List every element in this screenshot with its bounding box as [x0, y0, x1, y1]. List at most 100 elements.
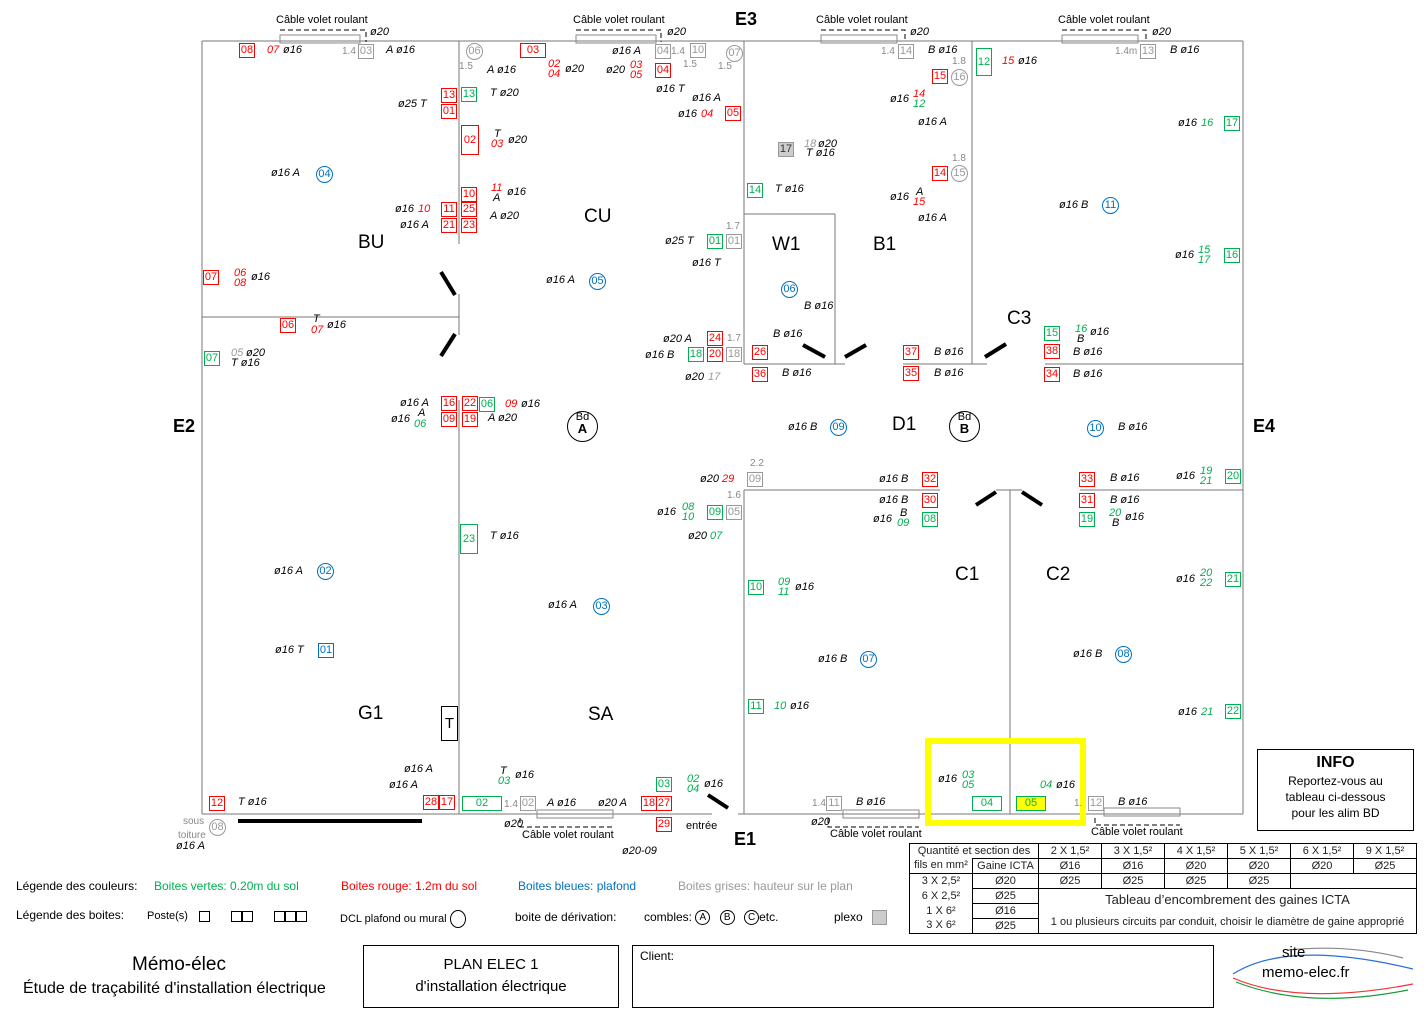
- conduit-note: ø16: [873, 513, 892, 525]
- conduit-note: B ø16: [773, 328, 803, 340]
- conduit-note: ø20: [811, 816, 830, 828]
- table-header: 4 X 1,5²: [1164, 843, 1228, 859]
- height-label: 1.8: [952, 56, 966, 67]
- conduit-note: ø20: [606, 64, 625, 76]
- room-label-cu: CU: [584, 206, 612, 227]
- red-box: 07: [203, 270, 219, 285]
- client-box[interactable]: Client:: [632, 945, 1214, 1008]
- conduit-note: ø16: [1176, 573, 1195, 585]
- conduit-note: ø16 A: [404, 763, 433, 775]
- grey-box: 13: [1140, 44, 1156, 59]
- conduit-note: ø20: [370, 26, 389, 38]
- red-box: 23: [461, 218, 477, 233]
- conduit-note: B: [1112, 517, 1120, 529]
- conduit-note: ø16 B: [645, 349, 675, 361]
- grey-dcl-circle: 08: [209, 819, 226, 836]
- conduit-note: A ø16: [547, 797, 576, 809]
- conduit-note: ø20: [246, 347, 265, 359]
- green-box: 04: [972, 796, 1002, 811]
- conduit-note: B ø16: [1110, 472, 1140, 484]
- conduit-note: B ø16: [1110, 494, 1140, 506]
- conduit-note: ø16: [283, 44, 302, 56]
- height-label: 1.5: [459, 61, 473, 72]
- conduit-note: ø20: [1152, 26, 1171, 38]
- conduit-note: ø16 A: [918, 116, 947, 128]
- conduit-note: B ø16: [928, 44, 958, 56]
- brand-subtitle: Étude de traçabilité d'installation élec…: [23, 980, 326, 997]
- green-box: 09: [707, 505, 723, 520]
- red-box: 21: [441, 218, 457, 233]
- client-label: Client:: [640, 949, 675, 963]
- table-cell: Ø16: [1038, 858, 1102, 874]
- triple-box-icon: [274, 910, 286, 922]
- green-box: 14: [747, 183, 763, 198]
- grey-box: 01: [726, 234, 742, 249]
- grey-box: 10: [690, 43, 706, 58]
- green-circuit-ref: 06: [414, 418, 427, 430]
- red-circuit-ref: 03: [630, 59, 643, 71]
- conduit-note: T ø16: [231, 357, 260, 369]
- grey-box: 09: [747, 472, 763, 487]
- conduit-note: ø20-09: [622, 845, 657, 857]
- table-row-label: 3 X 6²: [909, 918, 973, 934]
- height-label: 1.: [1074, 798, 1083, 809]
- info-title: INFO: [1316, 754, 1355, 771]
- blue-box: 01: [318, 643, 334, 658]
- plan-caption: Câble volet roulant: [816, 14, 908, 26]
- junction-letter: A: [577, 421, 588, 436]
- red-box: 32: [922, 472, 938, 487]
- red-circuit-ref: 15: [1002, 55, 1015, 67]
- conduit-note: B ø16: [934, 367, 964, 379]
- green-circuit-ref: 16: [1075, 323, 1088, 335]
- red-circuit-ref: 29: [722, 473, 735, 485]
- conduit-note: T ø20: [490, 87, 519, 99]
- conduit-note: T ø16: [775, 183, 804, 195]
- table-cell: Ø25: [1353, 858, 1417, 874]
- conduit-note: ø20: [667, 26, 686, 38]
- conduit-note: ø16: [521, 398, 540, 410]
- conduit-note: ø16: [938, 773, 957, 785]
- red-box: 01: [441, 104, 457, 119]
- room-label-c3: C3: [1007, 308, 1032, 329]
- double-box-icon: [242, 910, 254, 922]
- blue-dcl-circle: 11: [1102, 197, 1119, 214]
- edge-label-e3: E3: [735, 9, 758, 29]
- red-box: 29: [656, 817, 672, 832]
- green-box: 17: [1224, 116, 1240, 131]
- junction-b-icon: B: [719, 910, 735, 926]
- red-box: 30: [922, 493, 938, 508]
- green-circuit-ref: 16: [1201, 117, 1214, 129]
- green-circuit-ref: 07: [710, 530, 723, 542]
- junction-c-icon: C: [744, 910, 760, 926]
- room-label-w1: W1: [772, 234, 801, 255]
- height-label: 1.6: [727, 490, 741, 501]
- conduit-note: ø20: [508, 134, 527, 146]
- conduit-note: ø25 T: [665, 235, 694, 247]
- conduit-note: T ø16: [806, 147, 835, 159]
- green-circuit-ref: 22: [1200, 577, 1213, 589]
- conduit-note: ø16 T: [656, 83, 685, 95]
- green-box: 22: [1225, 704, 1241, 719]
- red-box: 04: [655, 63, 671, 78]
- conduit-note: ø16: [1056, 779, 1075, 791]
- conduit-note: ø20: [685, 371, 704, 383]
- height-label: toiture: [178, 830, 206, 841]
- double-box-icon: [231, 910, 243, 922]
- conduit-note: ø16: [251, 271, 270, 283]
- red-box: 31: [1079, 493, 1095, 508]
- table-cell: Ø25: [1227, 873, 1291, 889]
- red-circuit-ref: 02: [548, 58, 561, 70]
- height-label: 2.2: [750, 458, 764, 469]
- conduit-note: A ø16: [487, 64, 516, 76]
- conduit-note: ø16 B: [1059, 199, 1089, 211]
- conduit-note: ø16 A: [400, 219, 429, 231]
- red-box: 20: [707, 347, 723, 362]
- conduit-note: ø16 T: [275, 644, 304, 656]
- red-box: 03: [520, 43, 546, 58]
- room-label-c2: C2: [1046, 564, 1071, 585]
- red-box: 16: [441, 396, 457, 411]
- green-circuit-ref: 21: [1200, 475, 1213, 487]
- icta-table: Quantité et section des 2 X 1,5² 3 X 1,5…: [909, 843, 1417, 934]
- green-box: 20: [1225, 469, 1241, 484]
